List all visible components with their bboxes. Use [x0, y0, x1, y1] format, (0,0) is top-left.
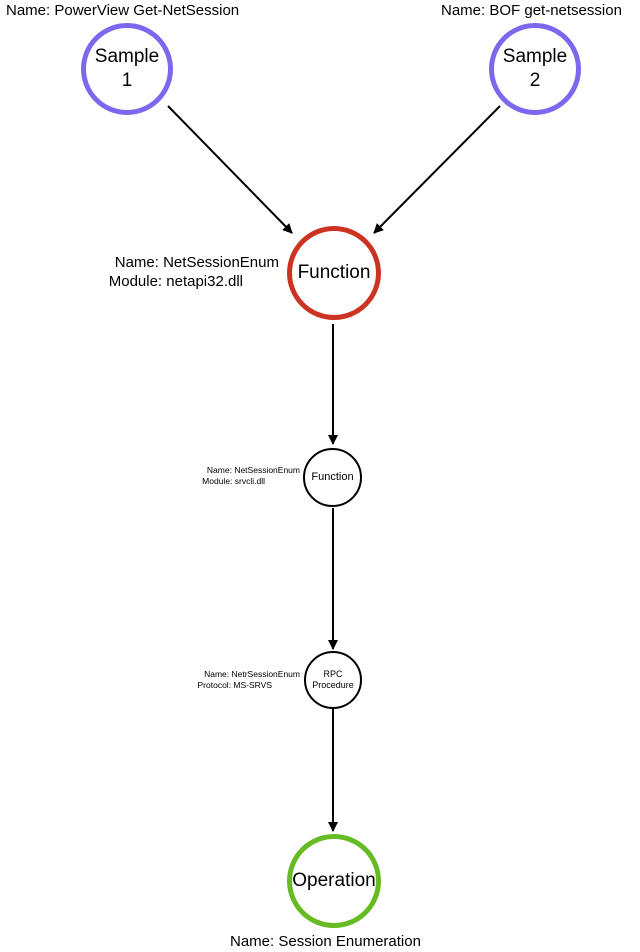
operation-node[interactable]: Operation: [287, 834, 381, 928]
function-main-module-label: Module: netapi32.dll: [108, 273, 243, 290]
operation-node-text: Operation: [292, 870, 376, 891]
function-main-name-label: Name: NetSessionEnum: [114, 254, 279, 271]
sample-1-name-label: Name: PowerView Get-NetSession: [6, 2, 240, 19]
edge-sample2-to-function: [373, 105, 501, 234]
rpc-procedure-name-label: Name: NetrSessionEnum: [204, 669, 300, 679]
function-srvcli-node[interactable]: Function: [303, 448, 362, 507]
edge-sample1-to-function: [167, 105, 293, 234]
rpc-procedure-protocol-label: Protocol: MS-SRVS: [197, 680, 272, 690]
function-main-node[interactable]: Function: [287, 226, 381, 320]
function-srvcli-name-label: Name: NetSessionEnum: [206, 465, 300, 475]
function-srvcli-module-label: Module: srvcli.dll: [202, 476, 265, 486]
rpc-procedure-node[interactable]: RPC Procedure: [304, 651, 362, 709]
function-srvcli-node-text: Function: [311, 471, 354, 483]
sample-2-name-label: Name: BOF get-netsession: [441, 2, 622, 19]
sample-2-node-text: Sample 2: [502, 46, 568, 91]
sample-1-node-text: Sample 1: [94, 46, 160, 91]
sample-1-node[interactable]: Sample 1: [81, 23, 173, 115]
rpc-procedure-node-text: RPC Procedure: [312, 669, 354, 690]
sample-2-node[interactable]: Sample 2: [489, 23, 581, 115]
function-main-node-text: Function: [297, 262, 371, 283]
operation-name-label: Name: Session Enumeration: [230, 933, 421, 950]
